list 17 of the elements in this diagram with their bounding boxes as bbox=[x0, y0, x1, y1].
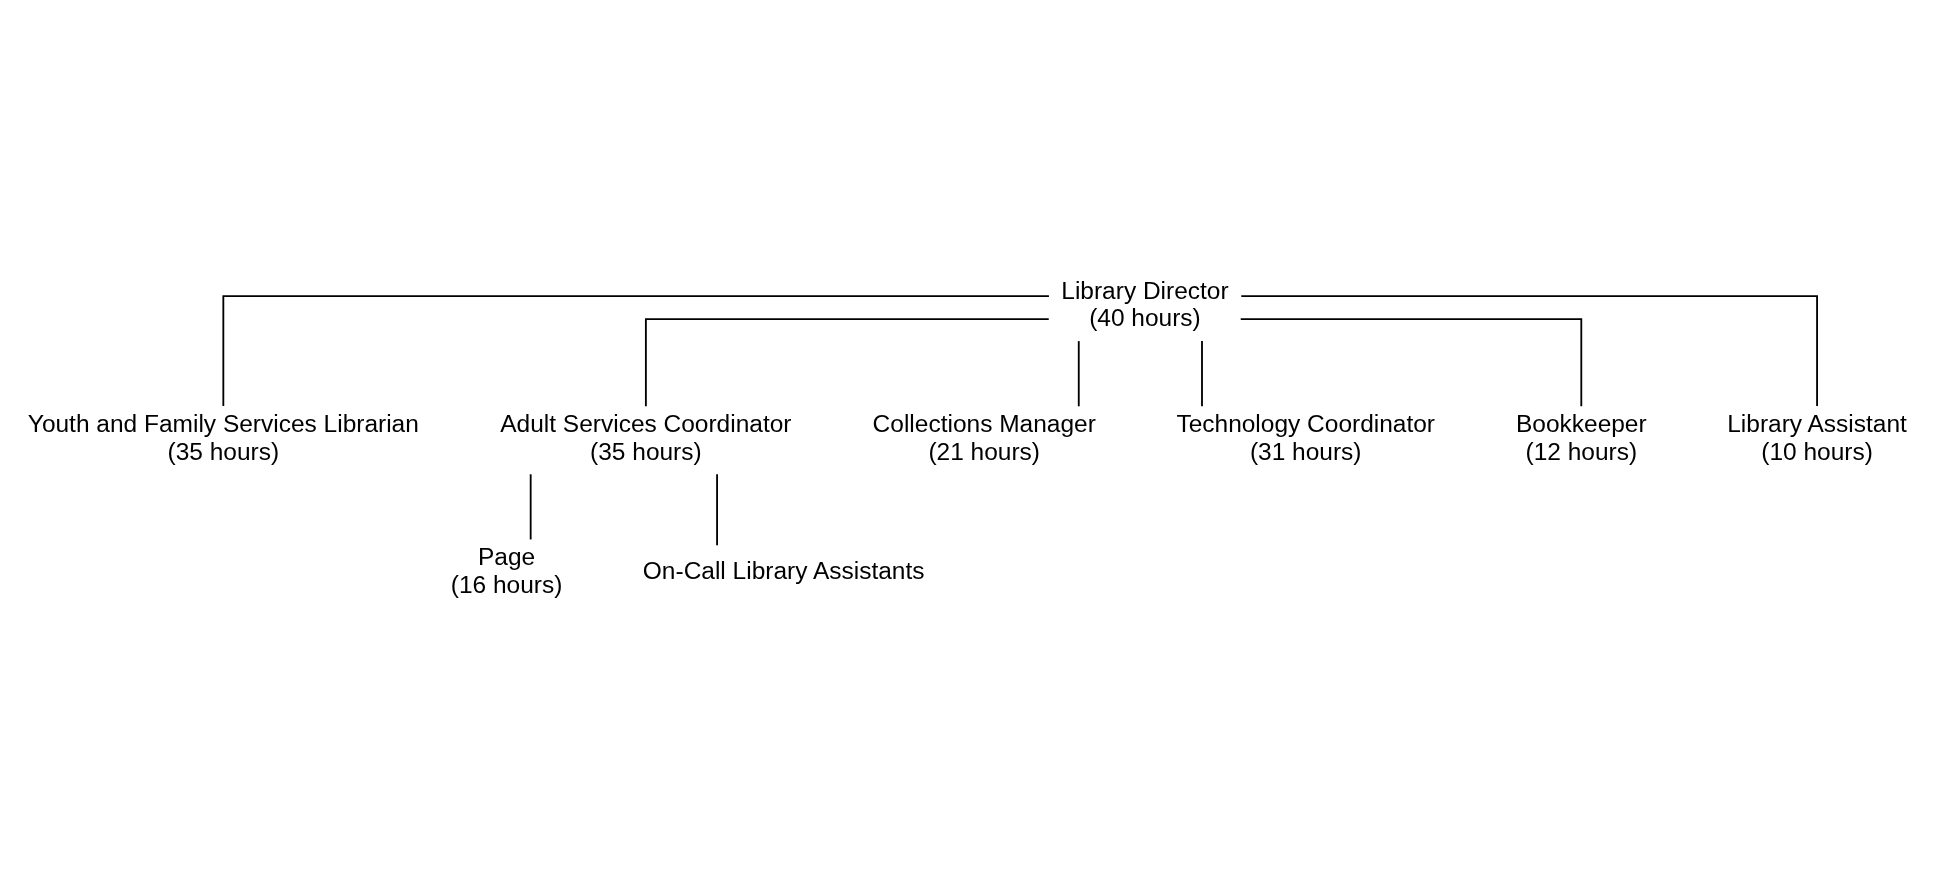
node-text: Youth and Family Services Librarian (35 hours) bbox=[27, 410, 419, 465]
node-text: Technology Coordinator (31 hours) bbox=[1176, 410, 1436, 465]
connector bbox=[529, 473, 532, 541]
node-text: Bookkeeper (12 hours) bbox=[1515, 410, 1647, 465]
node-text: Collections Manager (21 hours) bbox=[872, 410, 1096, 465]
connector bbox=[1201, 340, 1203, 408]
node-text: Page (16 hours) bbox=[450, 543, 563, 598]
connector bbox=[222, 295, 1050, 407]
connector bbox=[1077, 340, 1080, 408]
connector bbox=[1240, 295, 1818, 407]
node-text: Library Director (40 hours) bbox=[1061, 276, 1229, 332]
node-text: On-Call Library Assistants bbox=[642, 557, 925, 585]
node-text: Library Assistant (10 hours) bbox=[1727, 410, 1907, 465]
connector bbox=[716, 473, 718, 547]
connector bbox=[1239, 318, 1583, 408]
connector bbox=[644, 318, 1050, 408]
node-text: Adult Services Coordinator (35 hours) bbox=[500, 410, 792, 465]
